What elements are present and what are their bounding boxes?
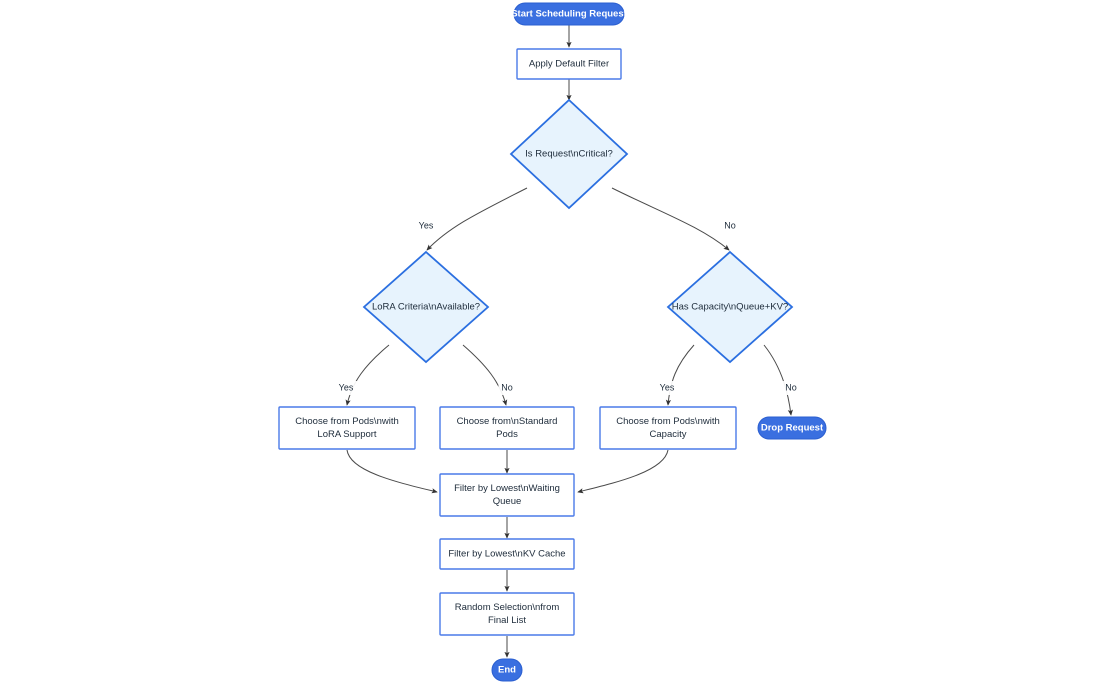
node-label-drop_request: Drop Request (761, 423, 824, 434)
edge-label-has_capacity-drop_request: No (782, 381, 800, 395)
node-drop_request[interactable]: Drop Request (757, 416, 827, 440)
node-shape-diamond (666, 250, 794, 364)
node-label-pods_lora: Choose from Pods\nwith (295, 416, 399, 427)
node-shape-rect (439, 538, 575, 570)
node-has_capacity[interactable]: Has Capacity\nQueue+KV? (666, 250, 794, 364)
node-lora_criteria[interactable]: LoRA Criteria\nAvailable? (362, 250, 490, 364)
node-label-filter_kv: Filter by Lowest\nKV Cache (448, 549, 565, 560)
edge-label-is_critical-has_capacity: No (721, 219, 739, 233)
edge-label-background (334, 381, 358, 395)
edge-label-lora_criteria-pods_lora: Yes (334, 381, 358, 395)
node-label-pods_capacity: Choose from Pods\nwith (616, 416, 720, 427)
edge-lora_criteria-to-pods_standard (462, 344, 508, 406)
node-label-apply_filter: Apply Default Filter (529, 59, 609, 70)
edge-label-lora_criteria-pods_standard: No (498, 381, 516, 395)
edge-label-text: Yes (339, 382, 354, 392)
node-label-pods_lora: LoRA Support (317, 429, 377, 440)
edge-has_capacity-to-drop_request (763, 344, 793, 416)
node-label-filter_queue: Queue (493, 496, 522, 507)
node-start[interactable]: Start Scheduling Request (511, 2, 628, 26)
node-shape-rect (599, 406, 737, 450)
edge-label-has_capacity-pods_capacity: Yes (655, 381, 679, 395)
edge-label-text: No (724, 220, 736, 230)
node-shape-rect (439, 406, 575, 450)
node-label-random_sel: Final List (488, 615, 526, 626)
node-label-pods_standard: Choose from\nStandard (457, 416, 558, 427)
edge-label-text: No (501, 382, 513, 392)
node-shape-pill (757, 416, 827, 440)
node-is_critical[interactable]: Is Request\nCritical? (509, 98, 629, 210)
edge-label-text: Yes (419, 220, 434, 230)
edge-label-text: Yes (660, 382, 675, 392)
node-shape-rect (516, 48, 622, 80)
node-label-lora_criteria: LoRA Criteria\nAvailable? (372, 302, 480, 313)
node-shape-rect (439, 473, 575, 517)
edge-label-text: No (785, 382, 797, 392)
edge-is_critical-to-lora_criteria (426, 187, 528, 251)
node-label-random_sel: Random Selection\nfrom (455, 602, 560, 613)
edge-label-background (721, 219, 739, 233)
node-shape-diamond (509, 98, 629, 210)
edge-label-background (655, 381, 679, 395)
edge-label-is_critical-lora_criteria: Yes (414, 219, 438, 233)
node-label-start: Start Scheduling Request (511, 9, 627, 20)
edge-pods_lora-to-filter_queue (346, 449, 438, 494)
edge-label-background (414, 219, 438, 233)
edge-has_capacity-to-pods_capacity (665, 344, 695, 406)
node-shape-diamond (362, 250, 490, 364)
edge-lora_criteria-to-pods_lora (345, 344, 390, 406)
node-label-pods_capacity: Capacity (650, 429, 687, 440)
node-label-filter_queue: Filter by Lowest\nWaiting (454, 483, 560, 494)
edge-pods_capacity-to-filter_queue (577, 449, 669, 494)
edge-label-background (782, 381, 800, 395)
node-filter_kv[interactable]: Filter by Lowest\nKV Cache (439, 538, 575, 570)
node-shape-pill (513, 2, 625, 26)
edges-layer (345, 25, 793, 658)
edge-is_critical-to-has_capacity (611, 187, 730, 251)
node-label-pods_standard: Pods (496, 429, 518, 440)
node-label-end: End (498, 665, 516, 676)
node-apply_filter[interactable]: Apply Default Filter (516, 48, 622, 80)
edge-label-background (498, 381, 516, 395)
node-shape-pill (491, 658, 523, 682)
node-end[interactable]: End (491, 658, 523, 682)
node-shape-rect (278, 406, 416, 450)
node-shape-rect (439, 592, 575, 636)
node-label-has_capacity: Has Capacity\nQueue+KV? (672, 302, 788, 313)
node-label-is_critical: Is Request\nCritical? (525, 149, 613, 160)
